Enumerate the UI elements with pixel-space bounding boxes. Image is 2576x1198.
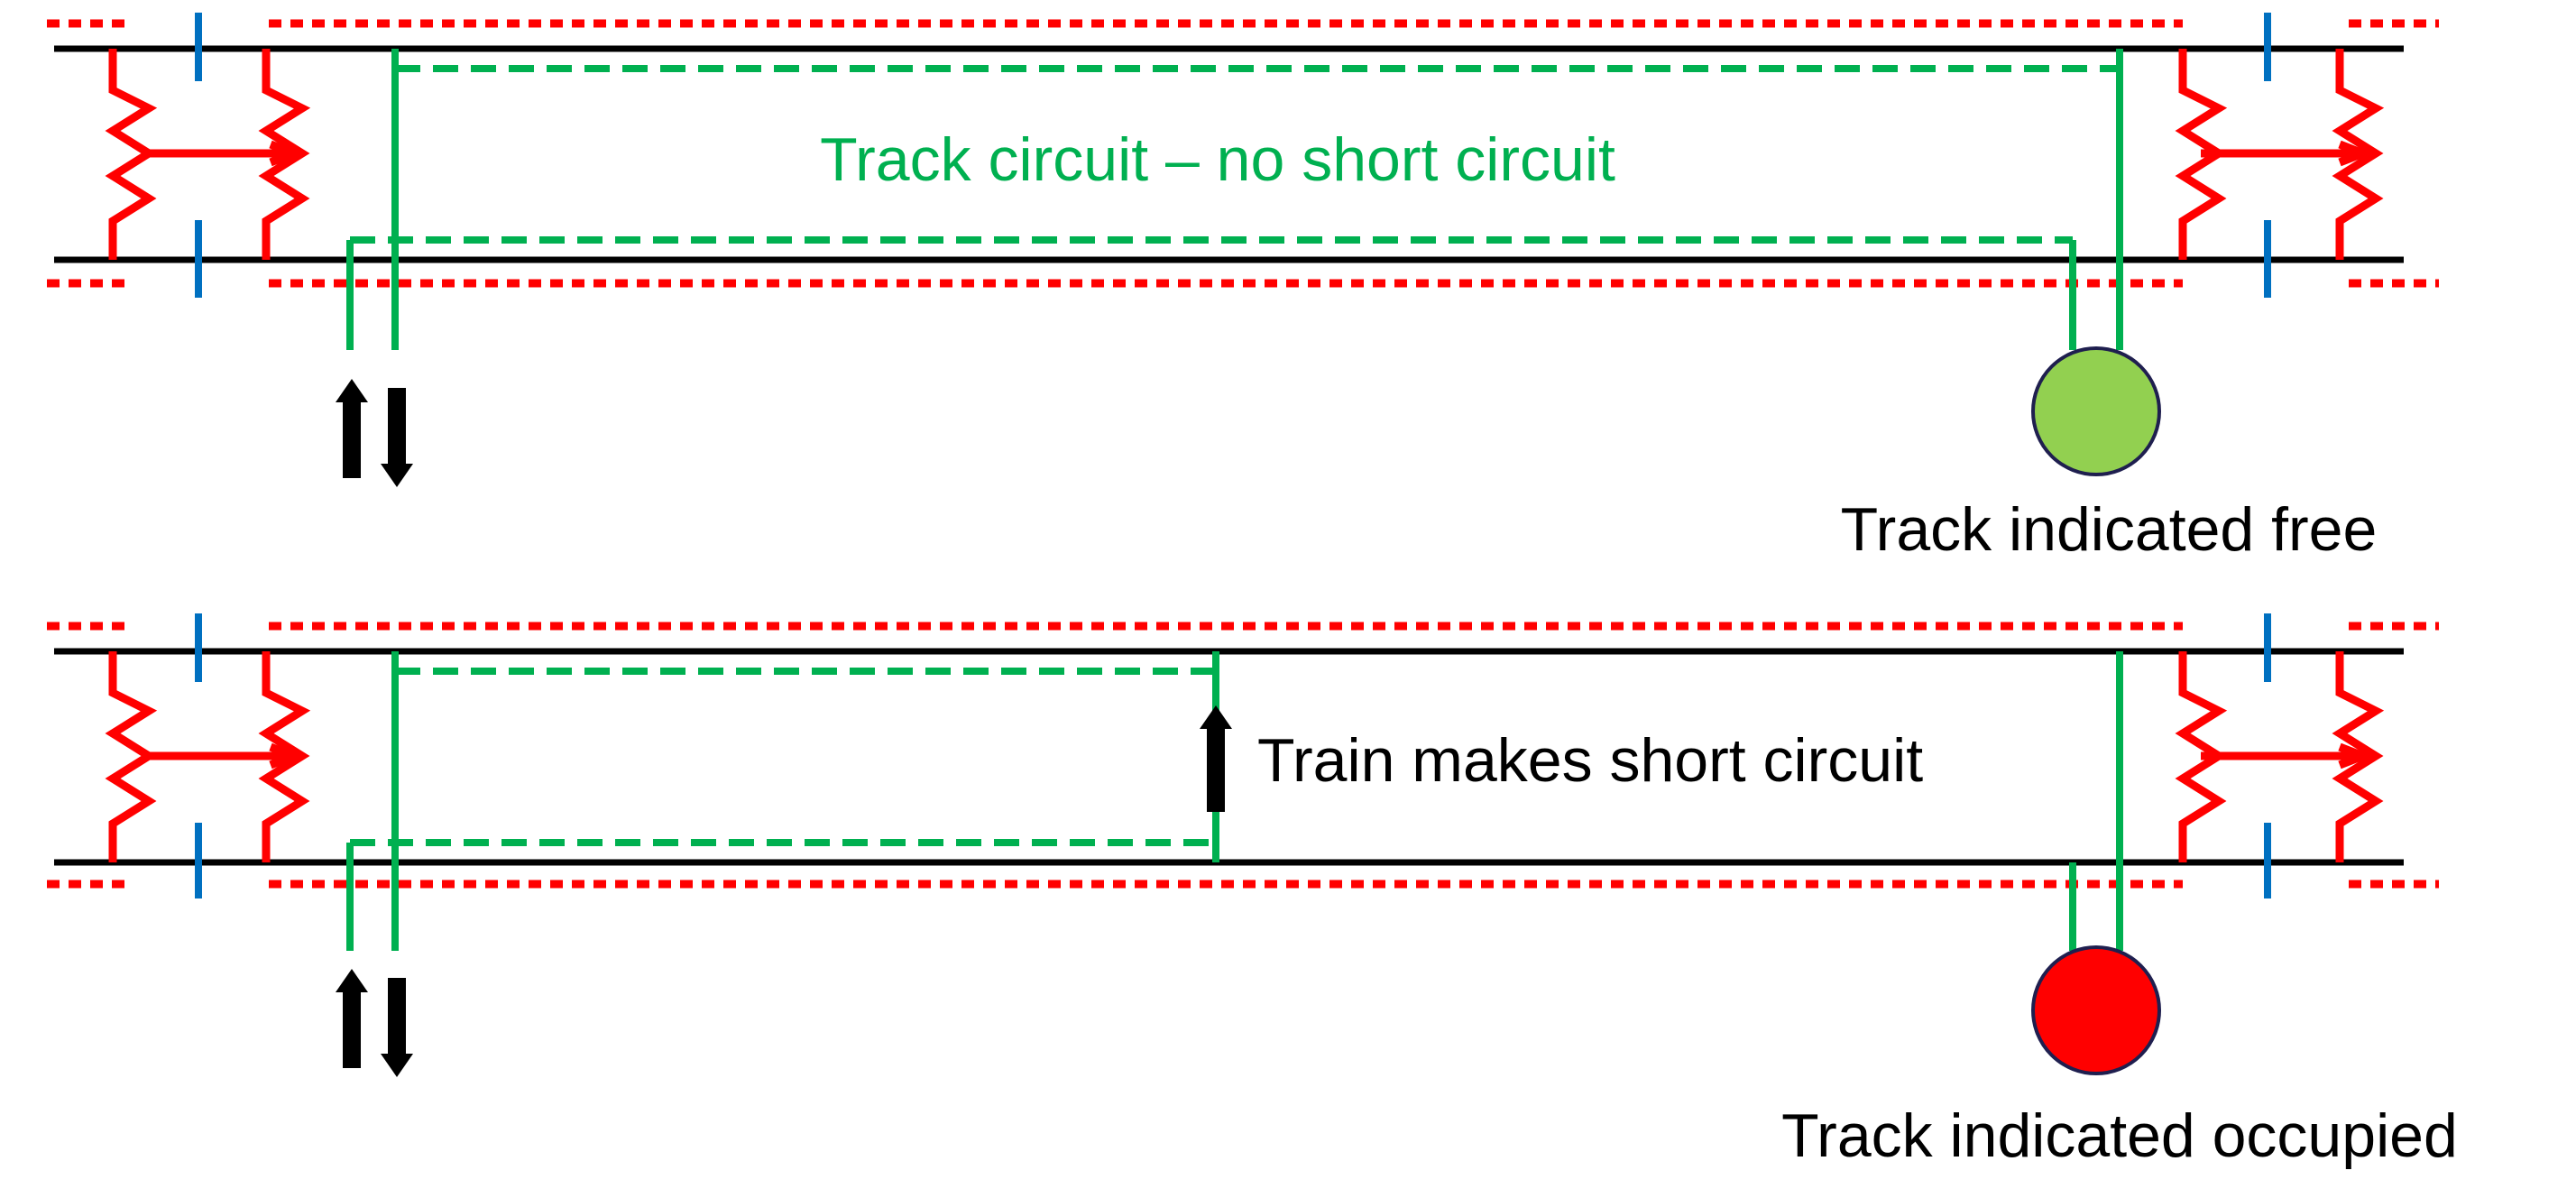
impedance-bond-left-bottom	[105, 651, 311, 862]
train-label: Train makes short circuit	[1257, 726, 1923, 795]
track-circuit-bottom	[346, 651, 2123, 951]
impedance-bond-left-top	[105, 49, 311, 260]
boundary-lines-bottom	[47, 622, 2439, 889]
impedance-bond-right-bottom	[2175, 651, 2385, 862]
train-arrow	[1200, 705, 1232, 812]
panel-bottom	[47, 613, 2439, 1077]
indicator-label-free: Track indicated free	[1841, 495, 2378, 564]
feed-arrows-bottom	[336, 969, 413, 1077]
circuit-label-top: Track circuit – no short circuit	[820, 125, 1615, 194]
insulated-joints-top	[195, 13, 2271, 298]
indicator-label-occupied: Track indicated occupied	[1781, 1101, 2458, 1170]
boundary-lines-top	[47, 19, 2439, 288]
indicator-light-free	[2031, 346, 2161, 476]
indicator-light-occupied	[2031, 945, 2161, 1075]
insulated-joints-bottom	[195, 613, 2271, 898]
feed-arrows-top	[336, 379, 413, 487]
panel-top	[47, 13, 2439, 487]
impedance-bond-right-top	[2175, 49, 2385, 260]
track-circuit-top	[346, 49, 2123, 350]
